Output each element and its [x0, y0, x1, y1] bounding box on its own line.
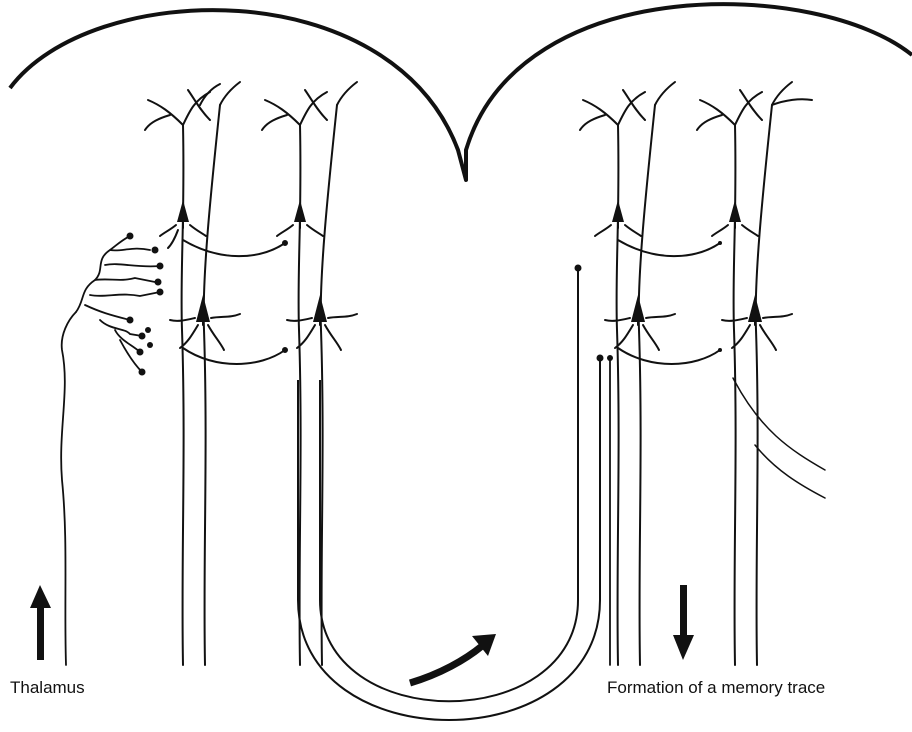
left-gyrus — [145, 82, 357, 665]
pyramidal-neuron — [697, 92, 762, 665]
thalamic-afferent — [61, 236, 160, 665]
association-fibre — [298, 270, 600, 720]
arrow-down-icon — [673, 585, 694, 660]
pyramidal-neuron — [262, 92, 327, 665]
arrow-up-icon — [30, 585, 51, 660]
thalamus-label: Thalamus — [10, 678, 85, 698]
pyramidal-neuron — [580, 92, 645, 665]
pyramidal-neuron — [170, 82, 240, 665]
right-gyrus — [580, 82, 825, 665]
pyramidal-neuron — [145, 84, 220, 665]
memory-trace-label: Formation of a memory trace — [607, 678, 825, 698]
somata-right — [607, 200, 762, 361]
synaptic-boutons — [127, 233, 164, 376]
cortical-surface — [10, 4, 912, 180]
somata-left — [177, 200, 327, 322]
pyramidal-neuron — [605, 82, 675, 665]
curved-arrow-icon — [410, 634, 496, 683]
